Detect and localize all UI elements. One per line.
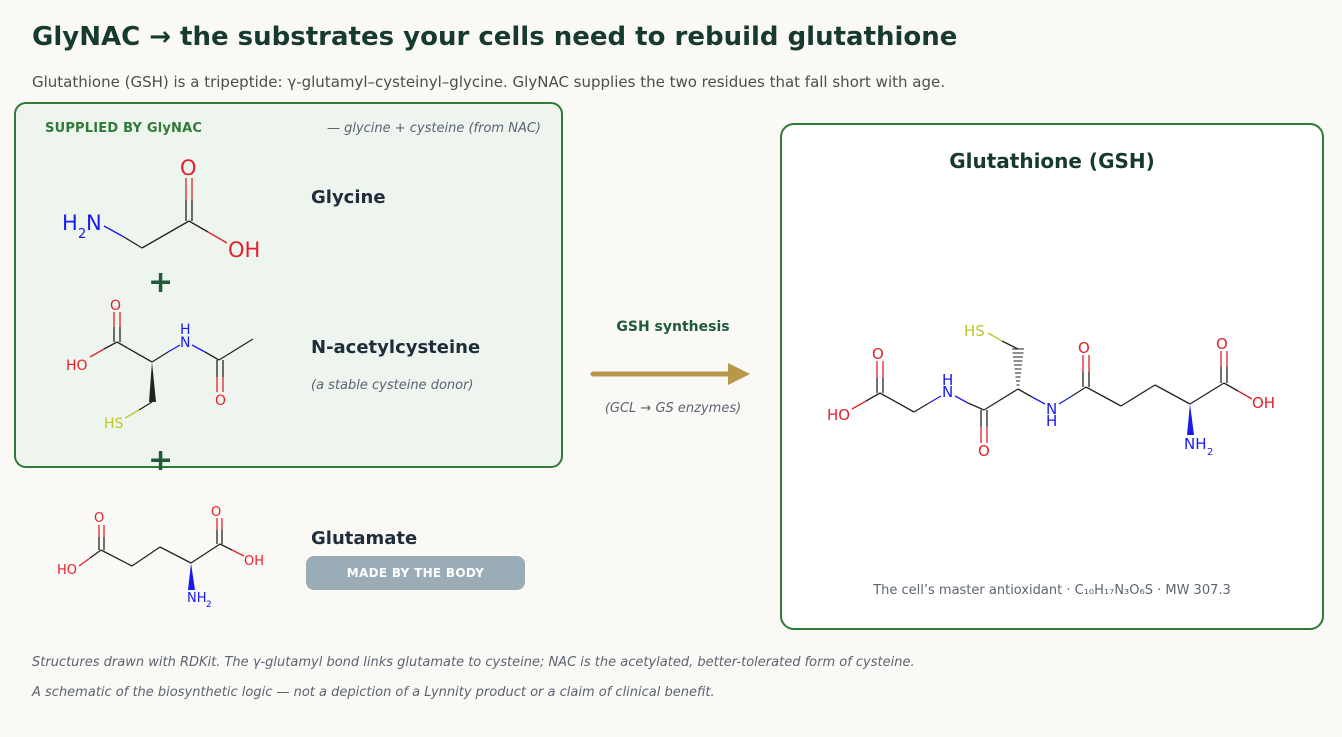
page-subtitle: Glutathione (GSH) is a tripeptide: γ-glu…: [32, 73, 945, 91]
svg-text:O: O: [978, 442, 990, 460]
svg-text:NH: NH: [1184, 435, 1207, 453]
footnote: A schematic of the biosynthetic logic — …: [32, 685, 715, 700]
svg-text:OH: OH: [228, 238, 260, 262]
svg-text:N: N: [86, 211, 102, 235]
glycine-structure: H 2 N O OH: [62, 156, 260, 262]
made-by-body-badge: MADE BY THE BODY: [306, 556, 525, 590]
reaction-arrow: [590, 363, 750, 385]
glutathione-structure: HO O H N O HS N H O O OH NH 2: [827, 322, 1275, 460]
product-title: Glutathione (GSH): [949, 149, 1155, 173]
product-panel: [780, 123, 1324, 630]
svg-text:2: 2: [206, 600, 212, 610]
supplied-note: — glycine + cysteine (from NAC): [326, 121, 541, 136]
svg-text:HO: HO: [57, 563, 77, 578]
svg-text:O: O: [1216, 335, 1228, 353]
reaction-subtitle: (GCL → GS enzymes): [604, 401, 742, 416]
svg-text:O: O: [872, 345, 884, 363]
nac-structure: O HO H N O HS: [66, 298, 254, 432]
footnote: Structures drawn with RDKit. The γ-gluta…: [32, 655, 915, 670]
svg-text:H: H: [180, 322, 191, 338]
svg-text:N: N: [180, 335, 190, 351]
svg-text:H: H: [1046, 412, 1057, 430]
nac-name: N-acetylcysteine: [311, 337, 481, 358]
svg-text:O: O: [110, 298, 121, 314]
svg-text:OH: OH: [1252, 394, 1275, 412]
svg-text:H: H: [62, 211, 78, 235]
svg-text:2: 2: [78, 227, 86, 242]
svg-text:HS: HS: [104, 416, 124, 432]
supplied-label: SUPPLIED BY GlyNAC: [45, 121, 203, 136]
product-caption: The cell’s master antioxidant · C₁₀H₁₇N₃…: [873, 583, 1231, 598]
svg-text:O: O: [180, 156, 197, 180]
nac-subtitle: (a stable cysteine donor): [311, 378, 474, 393]
supplied-panel: [14, 102, 563, 468]
svg-text:N: N: [942, 383, 953, 401]
reaction-label: GSH synthesis: [616, 319, 730, 335]
page-title: GlyNAC → the substrates your cells need …: [32, 22, 958, 52]
svg-text:OH: OH: [244, 554, 264, 569]
svg-text:O: O: [1078, 339, 1090, 357]
glutamate-name: Glutamate: [311, 528, 418, 549]
svg-text:HO: HO: [66, 358, 88, 374]
plus-sign: +: [148, 443, 174, 478]
svg-text:2: 2: [1207, 447, 1213, 458]
svg-text:HS: HS: [964, 322, 985, 340]
svg-text:HO: HO: [827, 406, 850, 424]
svg-text:H: H: [942, 371, 953, 389]
glycine-name: Glycine: [311, 187, 386, 208]
svg-text:O: O: [211, 505, 221, 520]
glutamate-structure: O HO O OH NH 2: [57, 505, 264, 610]
svg-text:O: O: [94, 511, 104, 526]
svg-text:N: N: [1046, 400, 1057, 418]
plus-sign: +: [148, 265, 174, 300]
svg-text:NH: NH: [187, 591, 207, 606]
svg-text:O: O: [215, 393, 226, 409]
